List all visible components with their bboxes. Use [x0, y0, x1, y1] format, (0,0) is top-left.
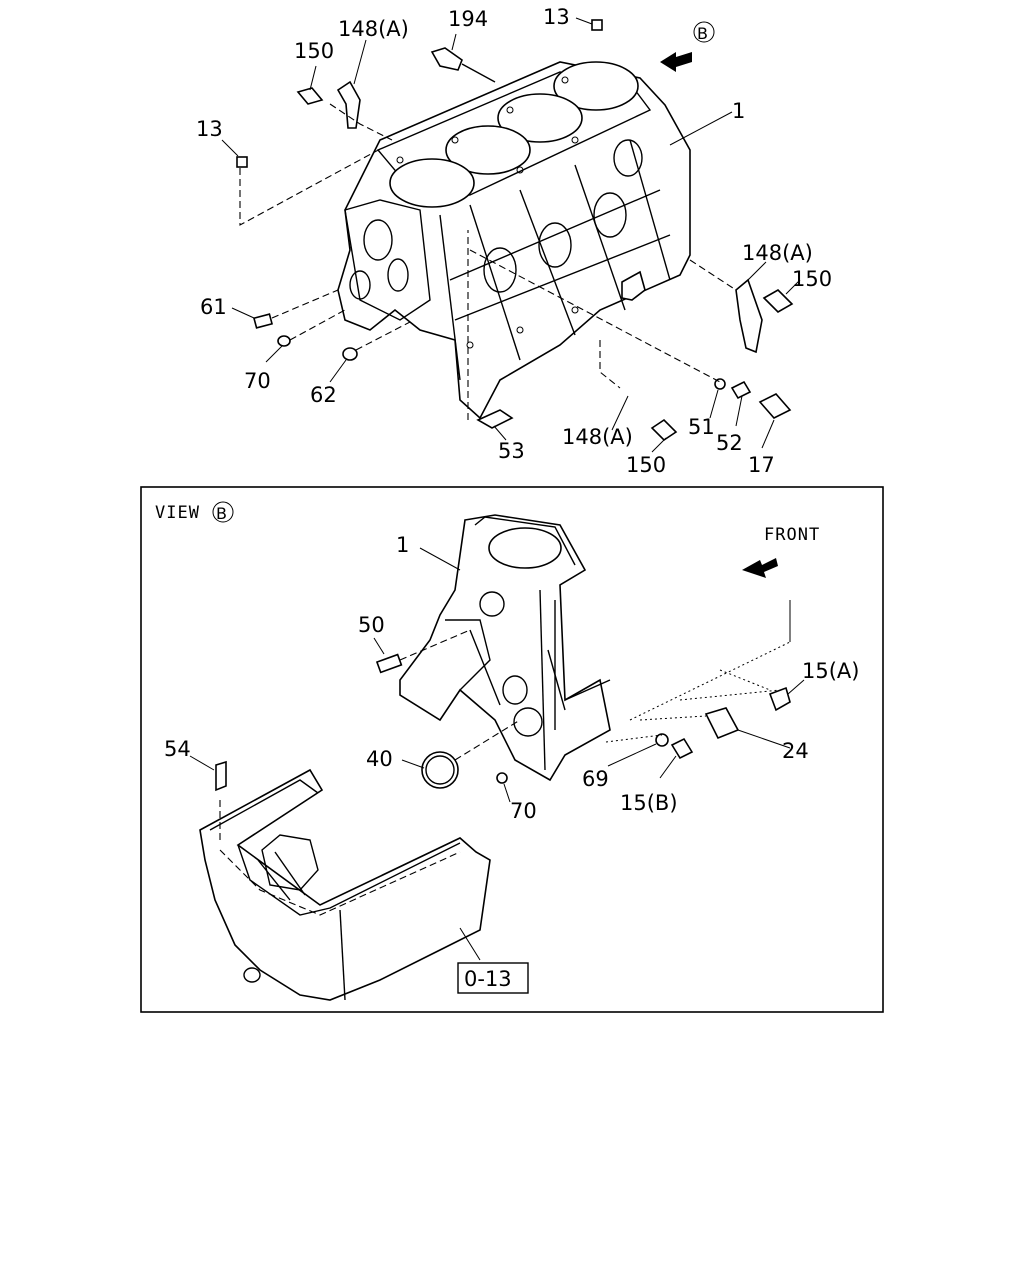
callout-150-right: 150	[792, 267, 832, 291]
callout-62: 62	[310, 383, 337, 407]
top-leader-lines	[221, 17, 801, 453]
callout-15a: 15(A)	[802, 659, 859, 683]
callout-148a-bottom: 148(A)	[562, 425, 633, 449]
callout-40: 40	[366, 747, 393, 771]
block-rear-view	[399, 514, 611, 782]
callout-1-view: 1	[396, 533, 409, 557]
callout-13-left: 13	[196, 117, 223, 141]
callout-51: 51	[688, 415, 715, 439]
front-label: FRONT	[764, 525, 820, 545]
callout-150-topleft: 150	[294, 39, 334, 63]
view-b-heading: VIEW B	[155, 501, 234, 523]
reference-label: 0-13	[464, 967, 512, 991]
oil-pan	[199, 768, 491, 1001]
top-callouts: 194 13 B 150 148(A) 13 1 148(A) 150 61 7…	[196, 5, 832, 477]
view-b-small-parts	[215, 653, 791, 792]
callout-148a-topleft: 148(A)	[338, 17, 409, 41]
callout-70-view: 70	[510, 799, 537, 823]
view-b-title: VIEW	[155, 503, 200, 523]
callout-61: 61	[200, 295, 227, 319]
callout-52: 52	[716, 431, 743, 455]
callout-54: 54	[164, 737, 191, 761]
cylinder-block-illustration	[337, 61, 691, 420]
callout-150-bottom: 150	[626, 453, 666, 477]
callout-1-top: 1	[732, 99, 745, 123]
view-b-frame	[140, 486, 884, 1013]
callout-13-top: 13	[543, 5, 570, 29]
view-b-circle	[693, 21, 715, 43]
callout-17: 17	[748, 453, 775, 477]
view-b-leader-lines	[189, 547, 805, 961]
callout-53: 53	[498, 439, 525, 463]
view-b-arrow	[660, 21, 715, 72]
callout-70-top: 70	[244, 369, 271, 393]
view-b-heading-circle	[212, 501, 234, 523]
callout-24: 24	[782, 739, 809, 763]
callout-148a-right: 148(A)	[742, 241, 813, 265]
view-b-letter: B	[697, 24, 708, 43]
top-small-parts	[236, 19, 794, 442]
view-b-callouts: 1 50 15(A) 24 54 40 69 15(B) 70	[164, 533, 859, 823]
reference-box: 0-13	[457, 962, 529, 994]
front-indicator: FRONT	[742, 525, 820, 578]
callout-50: 50	[358, 613, 385, 637]
view-b-heading-letter: B	[216, 504, 227, 523]
front-arrow-icon	[742, 558, 778, 578]
callout-15b: 15(B)	[620, 791, 678, 815]
callout-194: 194	[448, 7, 488, 31]
callout-69: 69	[582, 767, 609, 791]
